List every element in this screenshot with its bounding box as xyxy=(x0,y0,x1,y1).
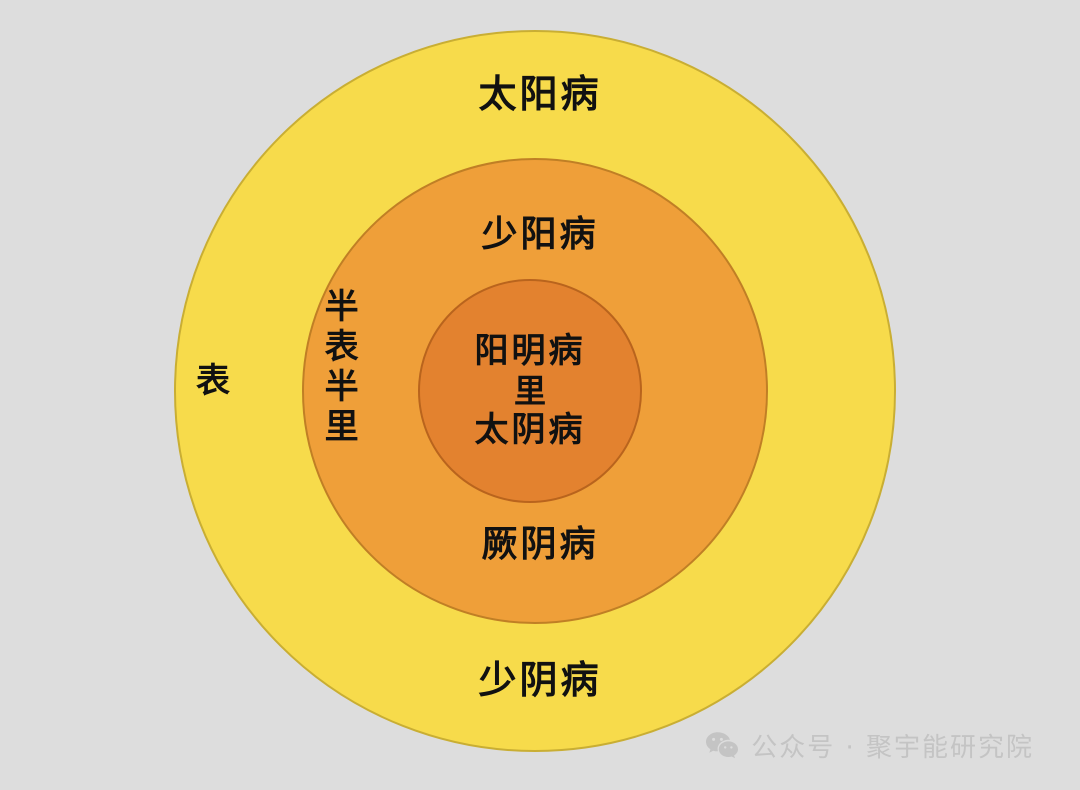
label-yangming-disease: 阳明病 xyxy=(474,330,586,371)
label-shaoyang-disease: 少阳病 xyxy=(481,213,599,255)
interior-label-group: 阳明病 里 太阴病 xyxy=(418,279,642,503)
label-taiyang-disease: 太阳病 xyxy=(478,71,602,116)
label-interior: 里 xyxy=(513,371,546,410)
label-shaoyin-disease: 少阴病 xyxy=(478,657,602,702)
label-exterior: 表 xyxy=(196,361,233,401)
label-taiyin-disease: 太阴病 xyxy=(474,410,586,451)
label-half-exterior-half-interior: 半表半里 xyxy=(318,288,359,448)
watermark-text: 公众号 · 聚宇能研究院 xyxy=(751,733,1034,763)
interior-circle xyxy=(418,279,642,503)
wechat-icon xyxy=(705,731,739,761)
label-jueyin-disease: 厥阴病 xyxy=(481,523,599,565)
watermark: 公众号 · 聚宇能研究院 xyxy=(705,727,1034,764)
